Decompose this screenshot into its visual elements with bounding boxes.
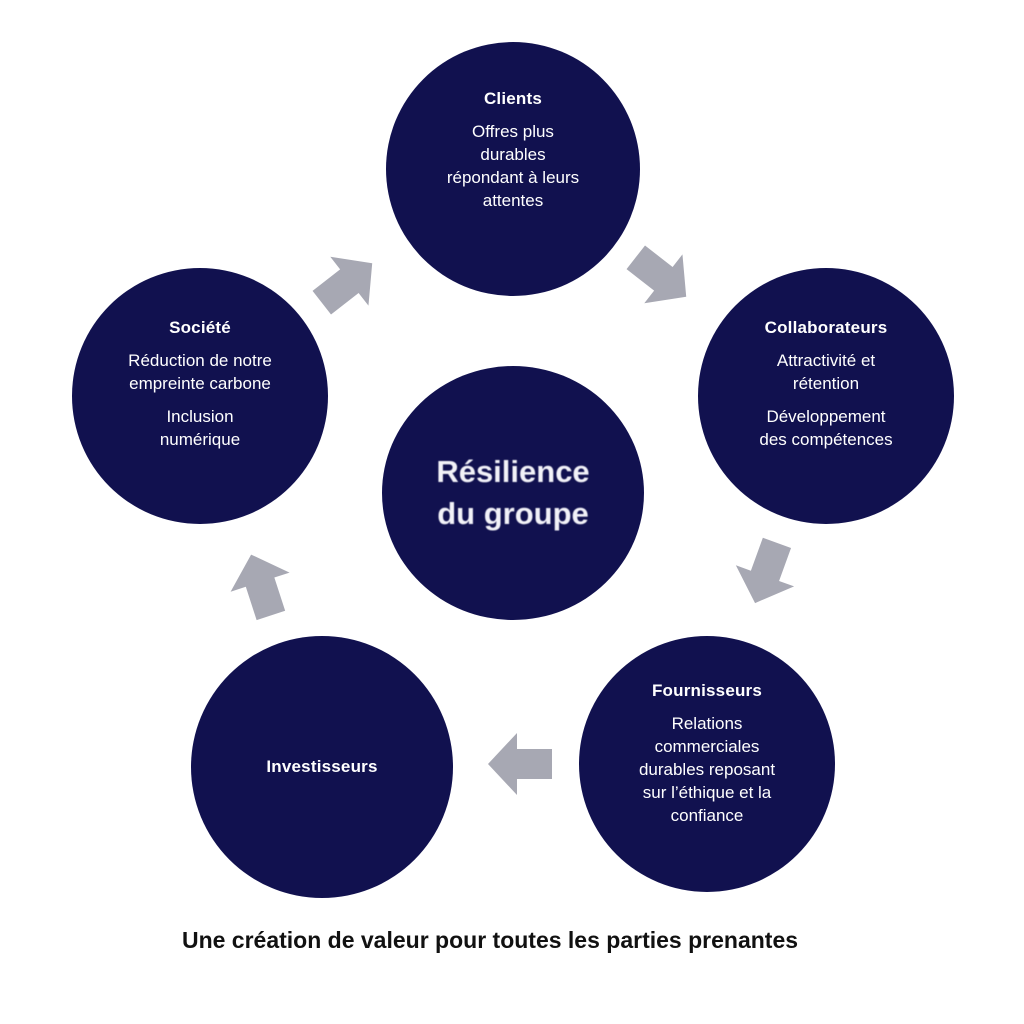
node-text-line: rétention <box>792 374 860 393</box>
node-title: Investisseurs <box>266 757 378 776</box>
center-title-line: Résilience <box>436 454 590 489</box>
node-description: Inclusion numérique <box>160 405 240 451</box>
node-societe: Société Réduction de notre empreinte car… <box>72 268 328 524</box>
node-title: Collaborateurs <box>764 318 888 337</box>
center-title-line: du groupe <box>437 496 589 531</box>
center-node-resilience: Résilience du groupe <box>382 366 644 620</box>
node-text-line: répondant à leurs <box>446 168 580 187</box>
node-text-line: numérique <box>159 430 241 449</box>
node-text-line: attentes <box>482 191 544 210</box>
node-text-line: empreinte carbone <box>129 374 271 393</box>
node-text-line: Relations <box>671 713 743 733</box>
arrow-icon <box>485 729 555 799</box>
node-text-line: commerciales <box>654 736 760 756</box>
node-text-line: des compétences <box>759 430 893 449</box>
node-description: Développement des compétences <box>759 405 892 451</box>
node-text-line: Attractivité et <box>776 351 876 370</box>
node-title: Fournisseurs <box>651 680 763 700</box>
node-text-line: sur l’éthique et la <box>642 782 772 802</box>
node-text-line: Réduction de notre <box>128 351 272 370</box>
node-fournisseurs: Fournisseurs Relations commerciales dura… <box>579 636 835 892</box>
diagram-caption: Une création de valeur pour toutes les p… <box>181 927 799 953</box>
node-description: Relations commerciales durables reposant… <box>639 712 775 827</box>
node-text-line: durables reposant <box>638 759 776 779</box>
node-description: Attractivité et rétention <box>777 349 875 395</box>
node-text-line: Développement <box>766 407 886 426</box>
arrow-icon <box>721 528 811 618</box>
node-text-line: confiance <box>670 805 744 825</box>
arrow-icon <box>217 541 305 629</box>
node-text-line: durables <box>480 145 546 164</box>
node-clients: Clients Offres plus durables répondant à… <box>386 42 640 296</box>
node-text-line: Inclusion <box>166 407 234 426</box>
node-description: Offres plus durables répondant à leurs a… <box>447 120 579 212</box>
node-investisseurs: Investisseurs <box>191 636 453 898</box>
node-text-line: Offres plus <box>472 122 554 141</box>
arrow-icon <box>612 228 710 326</box>
arrow-icon <box>298 234 396 332</box>
node-description: Réduction de notre empreinte carbone <box>128 349 272 395</box>
node-title: Clients <box>483 89 543 108</box>
node-collaborateurs: Collaborateurs Attractivité et rétention… <box>698 268 954 524</box>
node-title: Société <box>169 318 231 337</box>
